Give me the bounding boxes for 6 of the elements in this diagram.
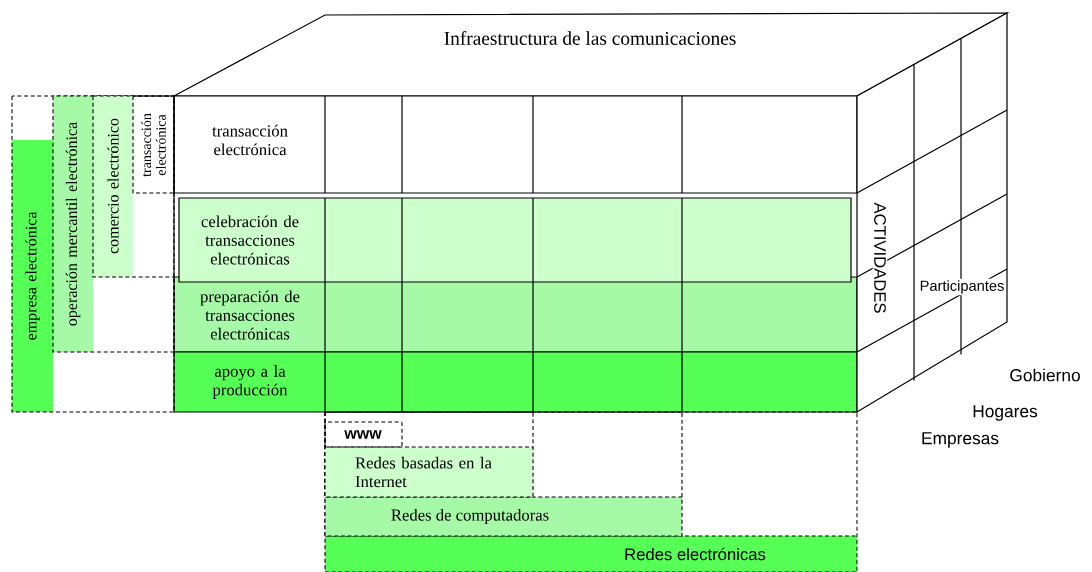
activity-band: celebración de transacciones electrónicas — [178, 197, 852, 283]
network-band: www — [324, 421, 403, 448]
activity-band: apoyo a la producción — [173, 351, 858, 413]
dotted-column: transacción electrónica — [132, 95, 175, 194]
activity-band: transacción electrónica — [173, 95, 858, 194]
axis-label: Empresas — [922, 432, 999, 448]
